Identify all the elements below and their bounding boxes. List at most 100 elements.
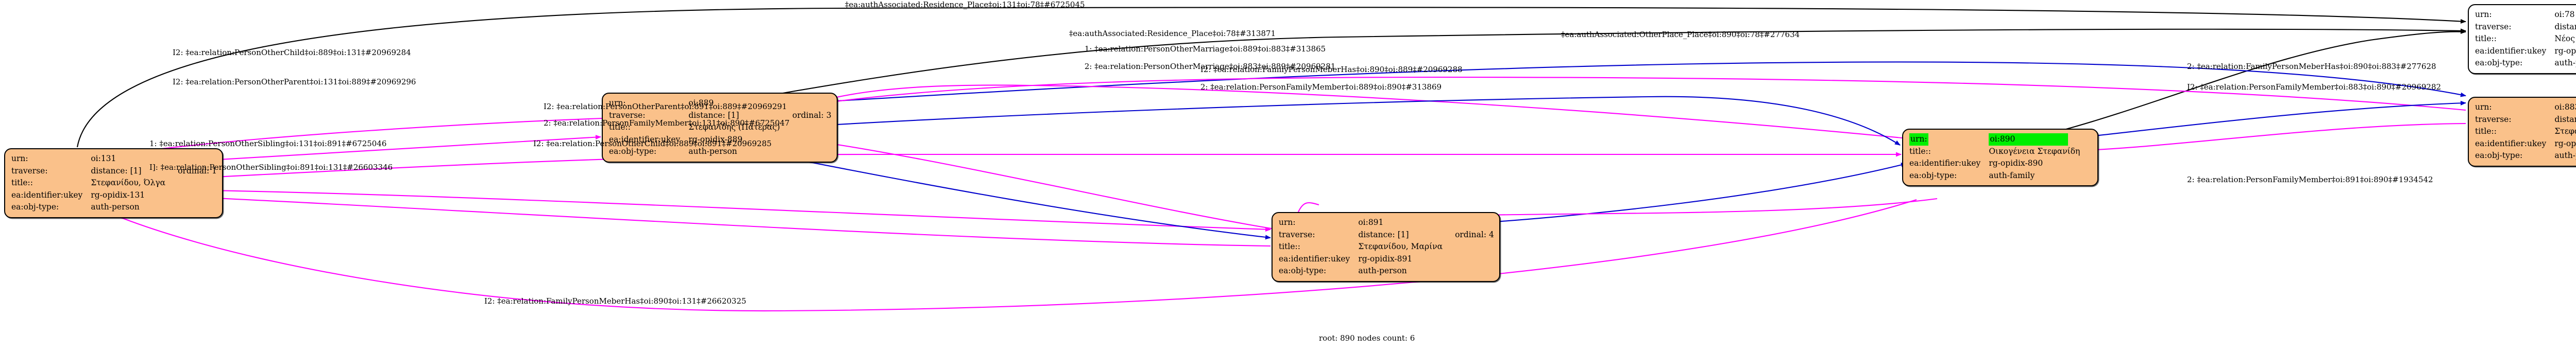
node-row: title::Στεφανίδης (Πατέρας)	[609, 121, 832, 134]
edge-889-890-familymember	[767, 96, 1901, 146]
node-field-extra	[2084, 170, 2092, 182]
node-field-key: ea:identifier:ukey	[2475, 46, 2547, 56]
edge-label-l2: ‡ea:authAssociated:Residence_Place‡oi:78…	[1069, 29, 1276, 38]
node-field-value: auth-person	[2554, 151, 2576, 161]
edge-label-l3: ‡ea:authAssociated:OtherPlace_Place‡oi:8…	[1561, 30, 1800, 39]
node-field-key: title::	[11, 178, 33, 188]
node-row: ea:identifier:ukey rg-opidix-131	[11, 189, 217, 202]
node-field-key: urn:	[11, 154, 28, 163]
node-row: urn:oi:890	[1909, 133, 2092, 146]
node-field-key: ea:identifier:ukey	[11, 190, 83, 200]
edge-890-889-memberhas	[768, 84, 1903, 139]
node-field-key: ea:identifier:ukey	[1909, 159, 1981, 168]
node-field-value: oi:891	[1358, 218, 1384, 227]
node-field-value: oi:890	[1989, 133, 2084, 146]
node-field-value: rg-opidix-891	[1358, 254, 1413, 263]
edge-label-l1: ‡ea:authAssociated:Residence_Place‡oi:13…	[845, 0, 1085, 9]
edge-890-131-memberhas	[92, 199, 1917, 312]
node-row: traverse:distance: [1]ordinal: 3	[609, 110, 832, 122]
edge-label-l18: I2: ‡ea:relation:FamilyPersonMeberHas‡oi…	[484, 296, 747, 306]
node-row: ea:obj-type:auth-family	[1909, 170, 2092, 182]
node-row: traverse:distance: [1]ordinal: 5	[2475, 21, 2576, 33]
edge-131-78-residence	[76, 7, 2466, 148]
node-field-value: auth-place	[2554, 58, 2576, 68]
node-field-key: ea:obj-type:	[1279, 266, 1327, 276]
edge-label-l6: 2: ‡ea:relation:PersonOtherMarriage‡oi:8…	[1084, 62, 1336, 71]
node-field-key: urn:	[2475, 102, 2492, 112]
node-field-key: ea:obj-type:	[2475, 151, 2523, 161]
node-row: title::Στεφανίδου, Όλγα	[11, 177, 217, 189]
graph-node-n891[interactable]: urn: oi:891 traverse:distance: [1]ordinal:…	[1272, 212, 1500, 282]
node-field-key: urn:	[1909, 133, 1989, 146]
node-field-extra	[784, 134, 832, 146]
node-field-key: title::	[2475, 127, 2497, 136]
node-row: traverse:distance: [1]ordinal: 4	[1279, 229, 1494, 241]
node-field-extra	[1447, 217, 1494, 229]
node-field-key: traverse:	[2475, 22, 2512, 31]
node-row: urn: oi:131	[11, 153, 217, 165]
edge-label-l10: 2: ‡ea:relation:PersonFamilyMember‡oi:88…	[1200, 82, 1442, 92]
edge-131-890-familymember	[132, 152, 1902, 182]
node-row: ea:obj-type:auth-person	[609, 146, 832, 158]
node-row: urn:oi:78	[2475, 9, 2576, 21]
node-row: ea:obj-type: auth-person	[1279, 265, 1494, 277]
edge-stub-891-top	[1298, 202, 1319, 213]
node-field-extra: ordinal: 1	[178, 166, 217, 175]
node-field-value: oi:883	[2554, 102, 2576, 112]
node-row: ea:obj-type: auth-person	[2475, 150, 2576, 162]
node-field-value: oi:131	[91, 154, 116, 163]
node-field-value: distance: [1]	[91, 166, 142, 175]
node-field-value: Νέος Συνοικισμός Χαλανδρίου	[2554, 34, 2576, 44]
node-field-key: urn:	[609, 98, 626, 108]
node-field-value: auth-person	[1358, 266, 1407, 276]
node-field-extra: ordinal: 3	[792, 110, 832, 120]
edge-label-l17: 2: ‡ea:relation:PersonFamilyMember‡oi:89…	[2187, 175, 2433, 184]
node-field-key: ea:obj-type:	[2475, 58, 2523, 68]
node-field-key: ea:identifier:ukey	[1279, 254, 1350, 263]
node-field-extra	[2084, 133, 2092, 146]
edge-label-l11: I2: ‡ea:relation:PersonFamilyMember‡oi:8…	[2187, 82, 2442, 92]
node-field-extra	[1447, 253, 1494, 266]
node-field-value: Στεφανίδου, Όλγα	[91, 178, 166, 188]
node-row: title::Οικογένεια Στεφανίδη	[1909, 146, 2092, 158]
node-field-extra	[784, 121, 832, 134]
node-field-key: ea:obj-type:	[609, 147, 657, 156]
graph-node-n883[interactable]: urn:oi:883traverse:distance: [1]ordinal:…	[2468, 97, 2576, 167]
node-field-key: traverse:	[609, 110, 646, 120]
edge-131-891-sibling1	[132, 188, 1271, 232]
graph-node-n131[interactable]: urn: oi:131 traverse: distance: [1] ordinal:…	[4, 148, 223, 218]
node-field-value: rg-opidix-889	[688, 134, 743, 144]
node-field-value: rg-opidix-131	[91, 190, 145, 200]
node-field-value: distance: [1]	[2554, 22, 2576, 31]
node-field-key: traverse:	[11, 166, 48, 175]
node-row: title::Στεφανίδου, Αναστασία	[2475, 126, 2576, 138]
edge-label-l16: I]: ‡ea:relation:PersonOtherSibling‡oi:8…	[149, 163, 393, 172]
root-caption: root: 890 nodes count: 6	[1319, 333, 1415, 343]
node-field-value: Στεφανίδου, Μαρίνα	[1358, 242, 1443, 252]
node-field-key: ea:obj-type:	[1909, 170, 1957, 180]
node-field-key: title::	[1279, 242, 1300, 252]
edge-label-l15: I2: ‡ea:relation:PersonOtherChild‡oi:889…	[533, 139, 772, 148]
edge-label-l13: 2: ‡ea:relation:PersonFamilyMember‡oi:13…	[544, 118, 790, 128]
node-field-key: traverse:	[2475, 114, 2512, 124]
node-field-value: auth-person	[91, 202, 140, 212]
node-field-key: title::	[2475, 34, 2497, 44]
node-field-key: urn:	[2475, 10, 2492, 19]
node-field-key: traverse:	[1279, 230, 1315, 239]
node-field-extra	[2084, 157, 2092, 170]
edge-label-l9: I2: ‡ea:relation:PersonOtherParent‡oi:13…	[173, 77, 416, 86]
node-row: title::Νέος Συνοικισμός Χαλανδρίου	[2475, 33, 2576, 45]
edge-891-131-sibling2	[133, 192, 1271, 247]
node-field-key: title::	[1909, 146, 1931, 156]
node-field-extra	[1447, 265, 1494, 277]
node-field-key: ea:identifier:ukey	[609, 134, 681, 144]
node-field-extra	[170, 189, 217, 202]
node-row: urn: oi:891	[1279, 217, 1494, 229]
node-field-key: urn:	[1279, 218, 1296, 227]
node-field-extra: ordinal: 4	[1455, 230, 1494, 239]
node-row: ea:identifier:ukey rg-opidix-889	[609, 134, 832, 146]
